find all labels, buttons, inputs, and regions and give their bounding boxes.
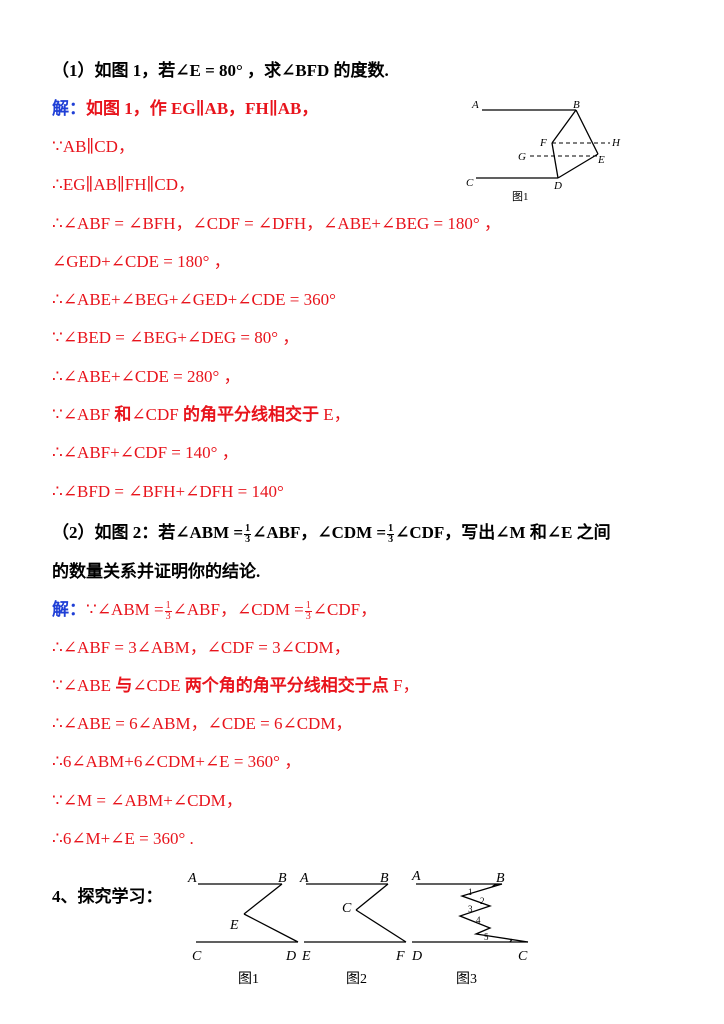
fig2-label-e: E <box>301 949 311 964</box>
fig1-segment-ed <box>243 913 299 943</box>
segment-be <box>575 109 599 155</box>
label-e: E <box>597 154 605 166</box>
fig2-segment-cf <box>355 909 407 943</box>
fig3-label-a: A <box>411 869 421 884</box>
proof-line: ∴∠ABF = 3∠ABM，∠CDF = 3∠CDM， <box>52 638 351 657</box>
label-g: G <box>518 151 526 163</box>
fig3-angle-4: 4 <box>476 915 481 925</box>
part2-question-cont: 的数量关系并证明你的结论. <box>52 562 261 581</box>
fig2-caption: 图2 <box>346 972 367 987</box>
fig2-label-b: B <box>380 871 389 886</box>
label-f: F <box>539 137 547 149</box>
fig2-label-f: F <box>395 949 405 964</box>
proof-line-bisector: ∵∠ABF 和∠CDF 的角平分线相交于 E， <box>52 405 351 424</box>
fig3-angle-2: 2 <box>480 896 485 906</box>
fig3-angle-5: 5 <box>484 932 489 942</box>
bottom-figures: A B E C D 图1 A B C E F 图2 A B D C 1 2 3 … <box>187 869 529 987</box>
proof-line: ∠GED+∠CDE = 180° ， <box>52 252 231 271</box>
part1-solution-intro: 解：如图 1，作 EG∥AB，FH∥AB， <box>52 98 318 120</box>
label-c: C <box>466 177 474 189</box>
proof-line: ∵AB∥CD， <box>52 137 135 156</box>
fig1-label-e: E <box>229 918 239 933</box>
label-a: A <box>471 99 479 111</box>
proof-line: ∴∠BFD = ∠BFH+∠DFH = 140° <box>52 482 284 501</box>
segment-fd <box>551 142 559 179</box>
proof-line: ∵∠M = ∠ABM+∠CDM， <box>52 791 243 810</box>
fig1-label-d: D <box>285 949 296 964</box>
proof-line: ∵∠BED = ∠BEG+∠DEG = 80° ， <box>52 328 300 347</box>
figure-1-diagram: A B F H G E C D 图1 <box>466 99 621 203</box>
fig3-angle-arc-1 <box>491 883 499 888</box>
fig1-caption: 图1 <box>238 972 259 987</box>
fig1-label-a: A <box>187 871 197 886</box>
segment-ed <box>557 153 599 179</box>
proof-line-bisector: ∵∠ABE 与∠CDE 两个角的角平分线相交于点 F， <box>52 676 420 695</box>
label-b: B <box>573 99 580 111</box>
fig3-label-b: B <box>496 871 505 886</box>
fig1-label-b: B <box>278 871 287 886</box>
fig3-label-c: C <box>518 949 528 964</box>
fig3-zigzag <box>458 883 529 943</box>
fig3-angle-arc-5 <box>509 938 513 943</box>
fig1-segment-be <box>243 883 283 915</box>
proof-line: ∴∠ABF+∠CDF = 140° ， <box>52 443 239 462</box>
fig2-label-c: C <box>342 901 352 916</box>
proof-line: ∴∠ABE+∠CDE = 280° ， <box>52 367 241 386</box>
fig3-angle-1: 1 <box>468 887 473 897</box>
solution-intro-text: 如图 1，作 EG∥AB，FH∥AB， <box>86 99 319 118</box>
solution-prefix: 解： <box>52 99 86 118</box>
fig3-angle-3: 3 <box>468 904 473 914</box>
fig3-label-d: D <box>411 949 422 964</box>
fig1-label-c: C <box>192 949 202 964</box>
proof-line: ∴∠ABF = ∠BFH，∠CDF = ∠DFH，∠ABE+∠BEG = 180… <box>52 214 501 233</box>
part1-question: （1）如图 1，若∠E = 80° ，求∠BFD 的度数. <box>52 61 389 80</box>
proof-line: ∴6∠ABM+6∠CDM+∠E = 360° ， <box>52 752 302 771</box>
label-h: H <box>611 137 621 149</box>
figure-1-caption: 图1 <box>512 190 529 203</box>
fig2-label-a: A <box>299 871 309 886</box>
part4-title: 4、探究学习： <box>52 887 163 906</box>
proof-line: ∴EG∥AB∥FH∥CD， <box>52 175 195 194</box>
fig3-caption: 图3 <box>456 972 477 987</box>
fig2-segment-bc <box>355 883 389 911</box>
solution-prefix: 解： <box>52 600 86 619</box>
proof-line: ∴6∠M+∠E = 360° . <box>52 829 194 848</box>
proof-line: ∴∠ABE = 6∠ABM，∠CDE = 6∠CDM， <box>52 714 353 733</box>
segment-bf <box>551 109 577 144</box>
label-d: D <box>553 180 562 192</box>
proof-line: ∴∠ABE+∠BEG+∠GED+∠CDE = 360° <box>52 290 336 309</box>
